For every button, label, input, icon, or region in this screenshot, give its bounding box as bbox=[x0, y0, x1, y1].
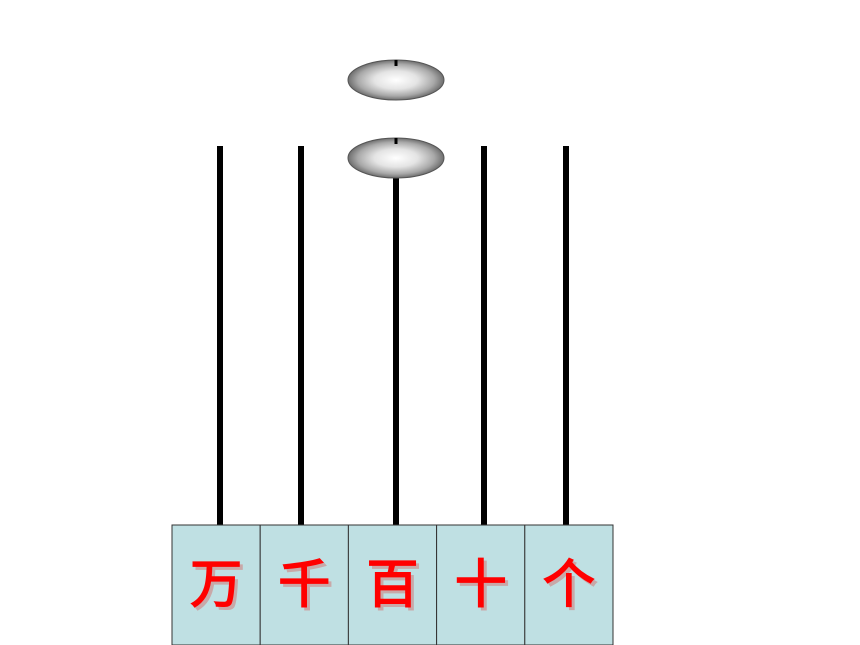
place-label-shadow: 万 bbox=[193, 558, 245, 619]
place-cell-1 bbox=[171, 524, 261, 645]
place-label: 个 bbox=[543, 555, 595, 616]
place-cell-5 bbox=[524, 524, 614, 645]
bead bbox=[347, 59, 445, 101]
place-label: 千 bbox=[278, 555, 330, 616]
place-value-table: 万万千千百百十十个个 bbox=[171, 524, 614, 645]
place-cell-4 bbox=[436, 524, 526, 645]
place-label-shadow: 十 bbox=[458, 558, 510, 619]
bead bbox=[347, 137, 445, 179]
rods-layer bbox=[217, 146, 569, 526]
place-label-shadow: 个 bbox=[546, 558, 598, 619]
place-label: 十 bbox=[455, 555, 507, 616]
place-label: 万 bbox=[190, 555, 242, 616]
place-label: 百 bbox=[366, 555, 418, 616]
place-cell-2 bbox=[259, 524, 349, 645]
place-label-shadow: 百 bbox=[369, 558, 421, 619]
beads-layer bbox=[347, 59, 445, 179]
place-label-shadow: 千 bbox=[281, 558, 333, 619]
